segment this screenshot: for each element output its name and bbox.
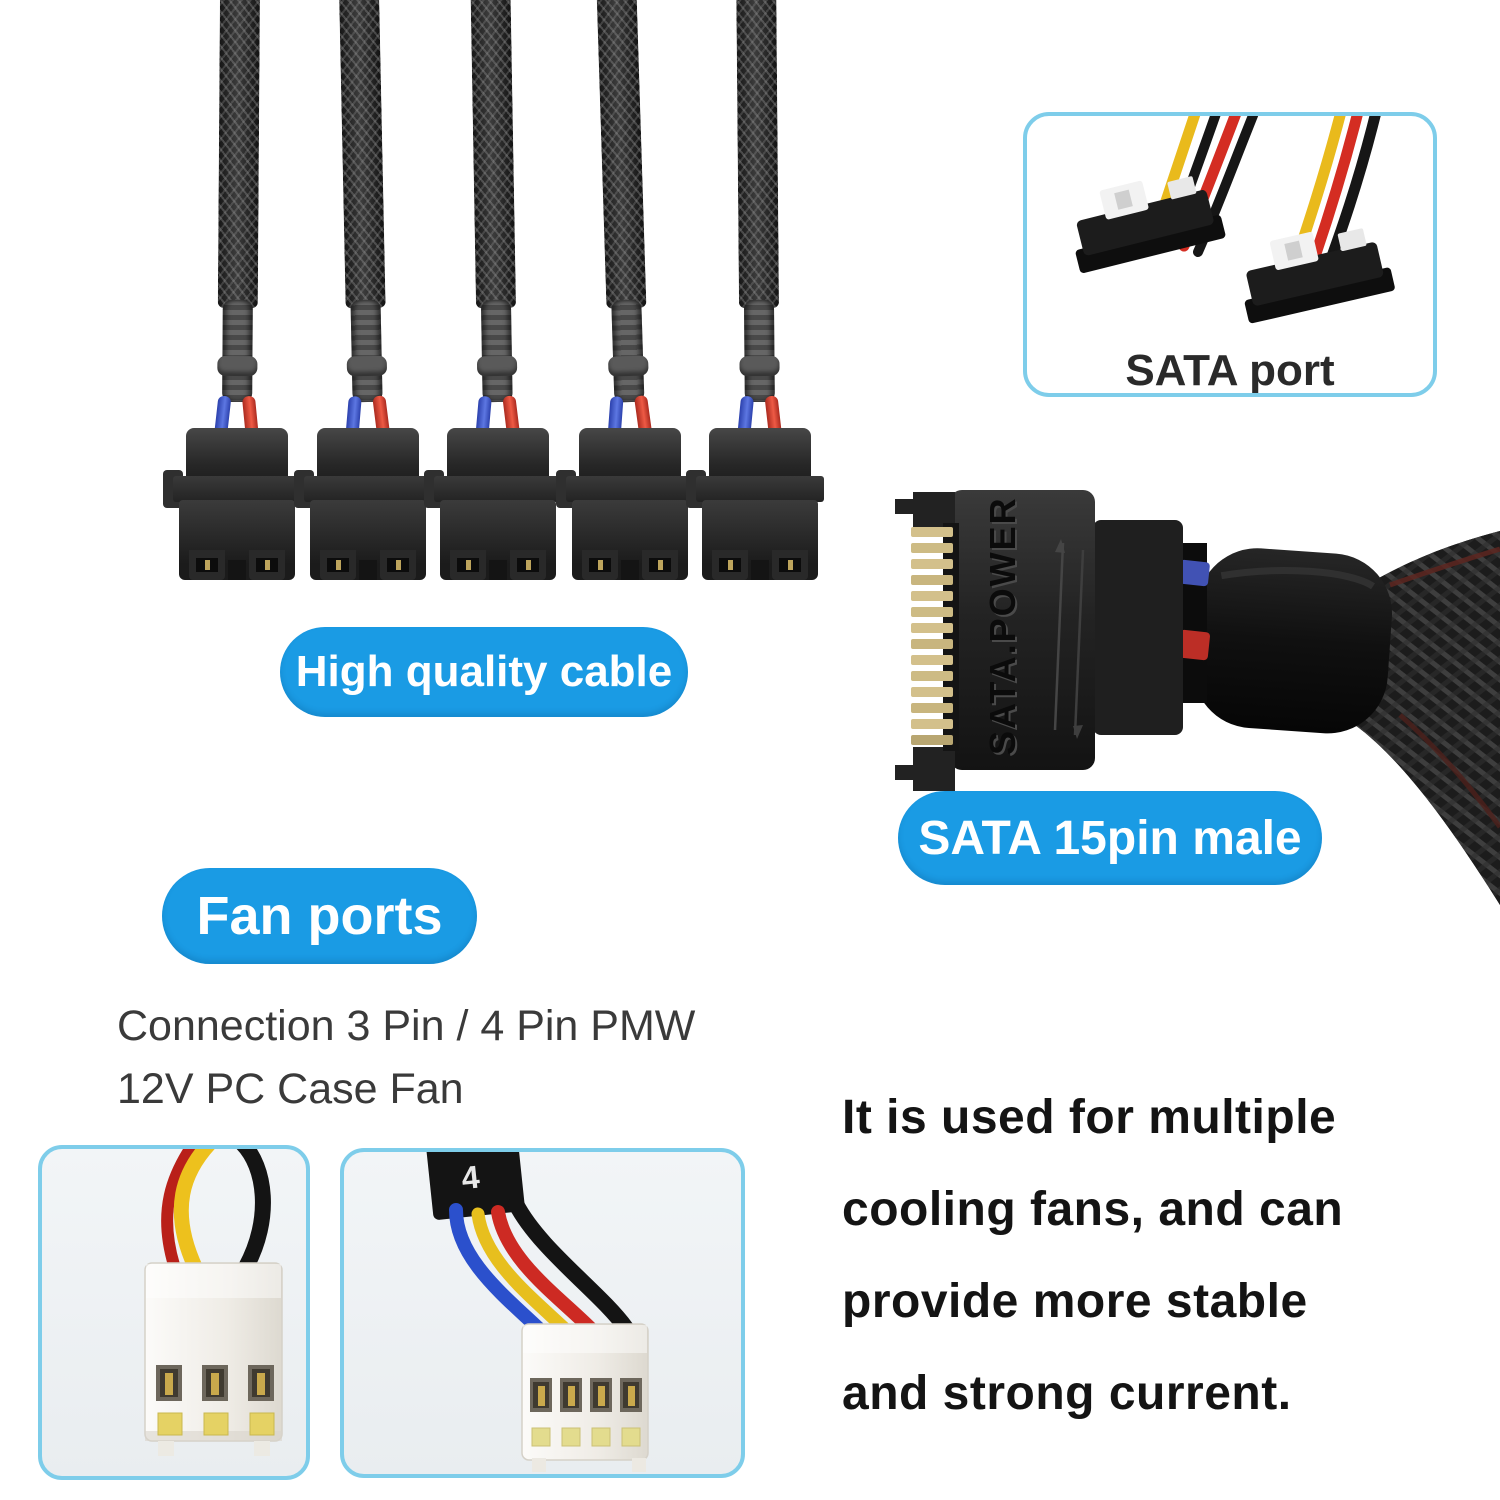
fan-cable-2 (294, 0, 434, 580)
fan-4pin-connector (556, 428, 696, 580)
pin-slots (156, 1365, 274, 1401)
sata-female-connector-right (1244, 228, 1395, 324)
fan-4pin-connector (163, 428, 303, 580)
blue-wire (1178, 559, 1210, 587)
sata-power-emboss-highlight: SATA.POWER (984, 498, 1025, 757)
sata-power-embossed-text: SATA.POWER (982, 496, 1023, 755)
fan-4pin-connector (686, 428, 826, 580)
fan-ports-description: Connection 3 Pin / 4 Pin PMW 12V PC Case… (117, 995, 695, 1121)
fan-4pin-connector-photo: 4 (340, 1148, 745, 1478)
connector-body (179, 500, 295, 580)
fan-cable-3 (424, 0, 564, 580)
red-wire (1178, 629, 1210, 661)
paragraph-line-1: It is used for multiple (842, 1091, 1337, 1144)
fan-cable-5 (686, 0, 826, 580)
bottom-holes (531, 1427, 641, 1447)
pin-slots (530, 1378, 642, 1412)
sata-port-photo (1075, 116, 1395, 324)
sata-male-body (950, 490, 1095, 770)
fan-4pin-connector (424, 428, 564, 580)
heat-shrink-tube (1193, 548, 1393, 734)
fan-3pin-connector-drawing (144, 1149, 283, 1456)
fan-3pin-connector-photo (38, 1145, 310, 1480)
sata-female-connector-left (1075, 176, 1226, 273)
usage-paragraph: It is used for multiple cooling fans, an… (842, 1072, 1343, 1440)
paragraph-line-4: and strong current. (842, 1367, 1292, 1420)
connector-cap (186, 428, 288, 480)
description-line-1: Connection 3 Pin / 4 Pin PMW (117, 1002, 696, 1050)
paragraph-line-2: cooling fans, and can (842, 1183, 1344, 1236)
fan-4pin-connector-drawing: 4 (426, 1152, 649, 1472)
sleeve-collar (217, 355, 258, 377)
fan-cable-1 (163, 0, 303, 580)
fan-ports-badge: Fan ports (162, 868, 477, 964)
gold-pin-comb (911, 523, 959, 751)
connector-flange (173, 476, 301, 502)
connector-rear-housing (1093, 520, 1183, 735)
high-quality-cable-badge: High quality cable (280, 627, 688, 717)
sata-port-photo-box: SATA port (1023, 112, 1437, 397)
sata-port-label: SATA port (1125, 346, 1335, 395)
cable-sleeve (222, 299, 253, 403)
sleeve-marking-4: 4 (460, 1158, 482, 1196)
paragraph-line-3: provide more stable (842, 1275, 1308, 1328)
sata-15pin-male-badge: SATA 15pin male (898, 791, 1322, 885)
fan-cable-4 (556, 0, 696, 580)
description-line-2: 12V PC Case Fan (117, 1065, 464, 1113)
bottom-holes (157, 1412, 275, 1436)
mold-marks (1053, 539, 1085, 739)
cable-braid (217, 0, 260, 309)
fan-4pin-connector (294, 428, 434, 580)
sata-15pin-male-photo: SATA.POWER SATA.POWER (895, 490, 1500, 905)
black-sleeve: 4 (426, 1152, 525, 1220)
